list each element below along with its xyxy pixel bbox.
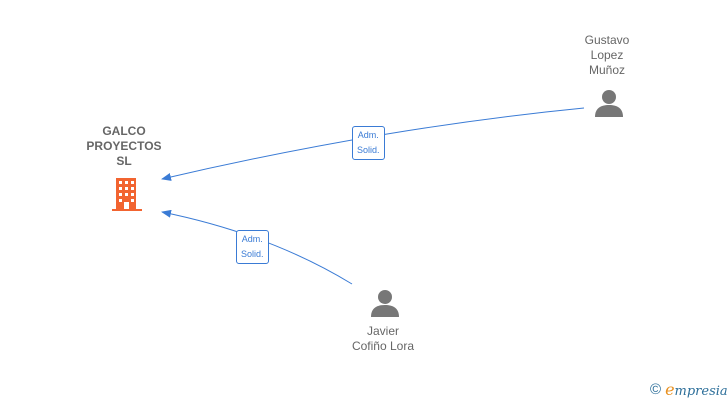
building-icon[interactable] [110,176,144,212]
person-name-gustavo[interactable]: Gustavo Lopez Muñoz [584,33,630,77]
copyright-icon: © [650,380,662,398]
person-icon[interactable] [594,88,624,118]
brand-logo[interactable]: empresia [665,379,728,399]
person-icon[interactable] [370,288,400,318]
brand-footer: © empresia [650,379,728,399]
relation-badge-javier[interactable]: Adm. Solid. [236,230,269,264]
person-name-javier[interactable]: Javier Cofiño Lora [351,324,415,353]
company-name[interactable]: GALCO PROYECTOS SL [86,124,162,168]
relation-badge-gustavo[interactable]: Adm. Solid. [352,126,385,160]
